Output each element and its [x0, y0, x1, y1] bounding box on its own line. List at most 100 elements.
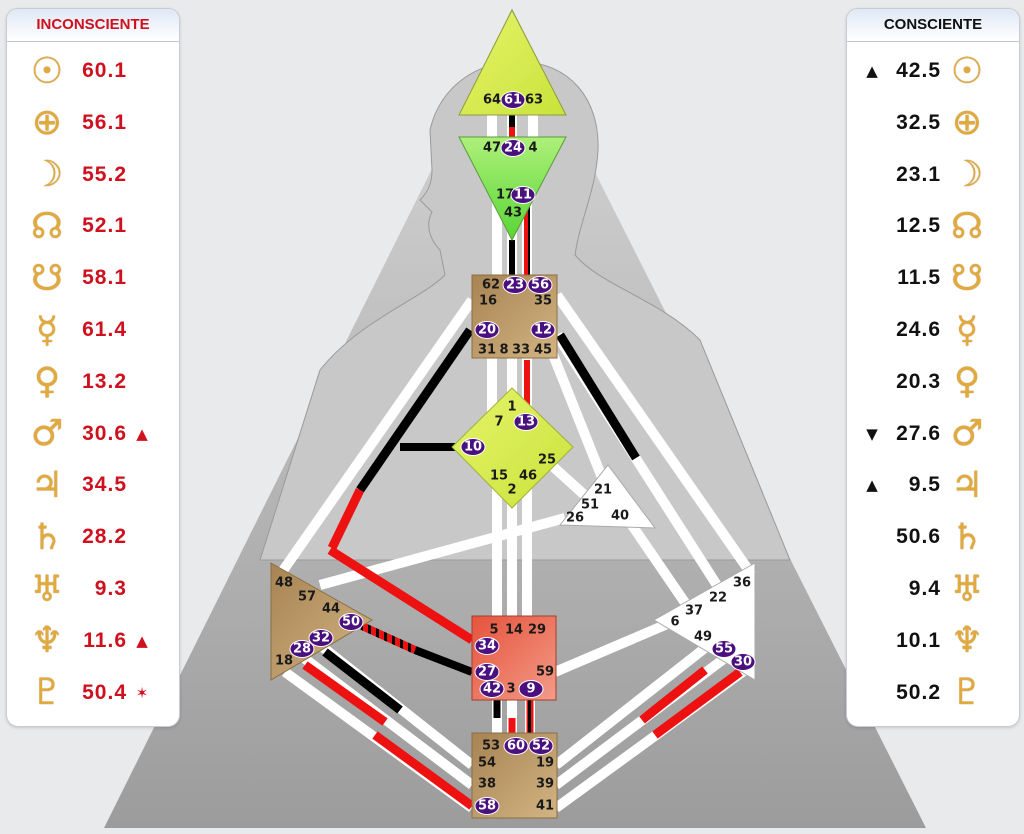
gate-51[interactable]: 51 — [581, 498, 599, 513]
gate-42[interactable]: 42 — [483, 682, 501, 697]
conscious-row-mars[interactable]: ▼27.6♂ — [847, 409, 1019, 459]
gate-62[interactable]: 62 — [482, 278, 500, 293]
gate-29[interactable]: 29 — [528, 623, 546, 638]
gate-27[interactable]: 27 — [478, 665, 496, 680]
venus-icon: ♀ — [953, 361, 981, 403]
gate-48[interactable]: 48 — [275, 576, 293, 591]
gate-17[interactable]: 17 — [496, 188, 514, 203]
unconscious-row-pluto[interactable]: ♇50.4✶ — [7, 668, 179, 718]
gate-28[interactable]: 28 — [293, 642, 311, 657]
unconscious-row-neptune[interactable]: ♆11.6▲ — [7, 616, 179, 666]
gate-49[interactable]: 49 — [694, 630, 712, 645]
uranus-icon: ♅ — [30, 568, 64, 610]
conscious-row-pluto[interactable]: 50.2♇ — [847, 668, 1019, 718]
gate-26[interactable]: 26 — [566, 511, 584, 526]
gate-8[interactable]: 8 — [499, 343, 508, 358]
gate-54[interactable]: 54 — [478, 756, 496, 771]
unconscious-row-jupiter[interactable]: ♃34.5 — [7, 460, 179, 510]
gate-46[interactable]: 46 — [519, 469, 537, 484]
gate-22[interactable]: 22 — [709, 591, 727, 606]
gate-14[interactable]: 14 — [505, 623, 523, 638]
gate-35[interactable]: 35 — [534, 294, 552, 309]
gate-23[interactable]: 23 — [506, 278, 524, 293]
gate-5[interactable]: 5 — [489, 623, 498, 638]
gate-63[interactable]: 63 — [525, 93, 543, 108]
gate-37[interactable]: 37 — [685, 604, 703, 619]
conscious-row-moon[interactable]: 23.1☽ — [847, 150, 1019, 200]
gate-3[interactable]: 3 — [506, 682, 515, 697]
conscious-row-earth[interactable]: 32.5⊕ — [847, 98, 1019, 148]
gate-60[interactable]: 60 — [507, 739, 525, 754]
gate-21[interactable]: 21 — [594, 483, 612, 498]
gate-25[interactable]: 25 — [538, 453, 556, 468]
conscious-row-uranus[interactable]: 9.4♅ — [847, 564, 1019, 614]
unconscious-row-venus[interactable]: ♀13.2 — [7, 357, 179, 407]
gate-10[interactable]: 10 — [464, 440, 482, 455]
g-center[interactable] — [451, 387, 574, 509]
gate-34[interactable]: 34 — [478, 639, 496, 654]
conscious-row-venus[interactable]: 20.3♀ — [847, 357, 1019, 407]
ajna-center[interactable] — [458, 136, 567, 242]
gate-36[interactable]: 36 — [733, 576, 751, 591]
conscious-row-saturn[interactable]: 50.6♄ — [847, 512, 1019, 562]
gate-16[interactable]: 16 — [479, 294, 497, 309]
gate-59[interactable]: 59 — [536, 665, 554, 680]
conscious-row-sun[interactable]: ▲42.5☉ — [847, 46, 1019, 96]
conscious-row-jupiter[interactable]: ▲9.5♃ — [847, 460, 1019, 510]
gate-52[interactable]: 52 — [532, 739, 550, 754]
conscious-row-neptune[interactable]: 10.1♆ — [847, 616, 1019, 666]
gate-45[interactable]: 45 — [534, 343, 552, 358]
gate-55[interactable]: 55 — [715, 642, 733, 657]
conscious-row-south-node[interactable]: 11.5☋ — [847, 253, 1019, 303]
gate-31[interactable]: 31 — [478, 343, 496, 358]
unconscious-row-north-node[interactable]: ☊52.1 — [7, 201, 179, 251]
conscious-row-mercury[interactable]: 24.6☿ — [847, 305, 1019, 355]
gate-18[interactable]: 18 — [275, 654, 293, 669]
gate-24[interactable]: 24 — [504, 141, 522, 156]
gate-53[interactable]: 53 — [482, 739, 500, 754]
moon-icon: ☽ — [950, 154, 984, 196]
gate-19[interactable]: 19 — [536, 756, 554, 771]
gate-15[interactable]: 15 — [490, 469, 508, 484]
gate-47[interactable]: 47 — [483, 141, 501, 156]
unconscious-row-moon[interactable]: ☽55.2 — [7, 150, 179, 200]
gate-61[interactable]: 61 — [504, 93, 522, 108]
gate-43[interactable]: 43 — [504, 206, 522, 221]
gate-4[interactable]: 4 — [528, 141, 537, 156]
gate-64[interactable]: 64 — [483, 93, 501, 108]
gate-41[interactable]: 41 — [536, 799, 554, 814]
gate-13[interactable]: 13 — [517, 415, 535, 430]
unconscious-row-earth[interactable]: ⊕56.1 — [7, 98, 179, 148]
gate-39[interactable]: 39 — [536, 777, 554, 792]
gate-11[interactable]: 11 — [514, 188, 532, 203]
unconscious-row-uranus[interactable]: ♅9.3 — [7, 564, 179, 614]
marker-icon: ▲ — [866, 476, 878, 495]
gate-30[interactable]: 30 — [734, 655, 752, 670]
heart-center[interactable] — [558, 464, 657, 529]
gate-57[interactable]: 57 — [298, 590, 316, 605]
gate-38[interactable]: 38 — [478, 777, 496, 792]
gate-40[interactable]: 40 — [611, 509, 629, 524]
gate-44[interactable]: 44 — [322, 602, 340, 617]
unconscious-panel-title: INCONSCIENTE — [7, 9, 179, 42]
gate-20[interactable]: 20 — [478, 323, 496, 338]
gate-33[interactable]: 33 — [512, 343, 530, 358]
gate-1[interactable]: 1 — [507, 400, 516, 415]
unconscious-row-south-node[interactable]: ☋58.1 — [7, 253, 179, 303]
conscious-row-north-node[interactable]: 12.5☊ — [847, 201, 1019, 251]
gate-12[interactable]: 12 — [534, 323, 552, 338]
unconscious-row-mars[interactable]: ♂30.6▲ — [7, 409, 179, 459]
gate-6[interactable]: 6 — [670, 615, 679, 630]
gate-2[interactable]: 2 — [507, 483, 516, 498]
head-center[interactable] — [458, 8, 567, 116]
gate-58[interactable]: 58 — [478, 799, 496, 814]
gate-56[interactable]: 56 — [531, 278, 549, 293]
gate-32[interactable]: 32 — [312, 631, 330, 646]
unconscious-row-saturn[interactable]: ♄28.2 — [7, 512, 179, 562]
gate-7[interactable]: 7 — [494, 415, 503, 430]
gate-9[interactable]: 9 — [526, 682, 535, 697]
sun-value: 60.1 — [82, 59, 127, 82]
unconscious-row-mercury[interactable]: ☿61.4 — [7, 305, 179, 355]
unconscious-row-sun[interactable]: ☉60.1 — [7, 46, 179, 96]
gate-50[interactable]: 50 — [342, 615, 360, 630]
